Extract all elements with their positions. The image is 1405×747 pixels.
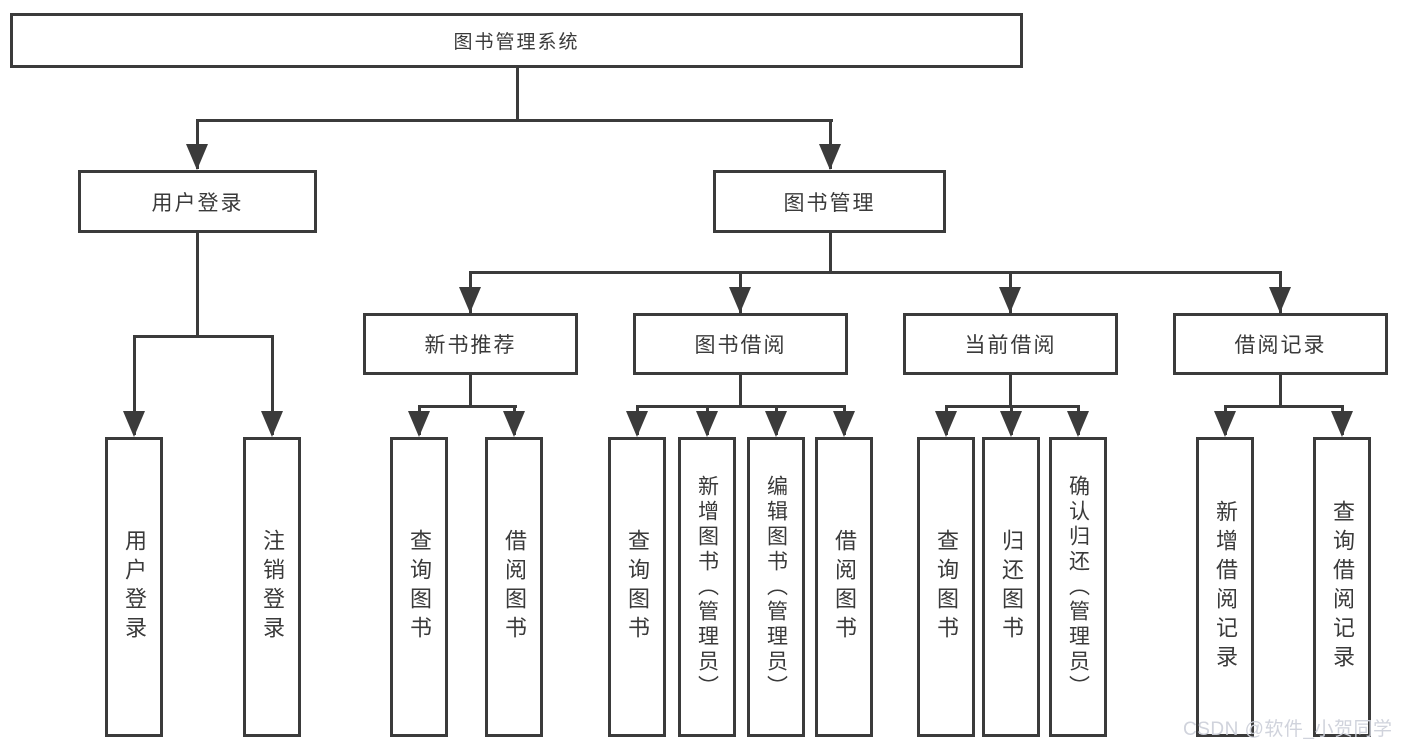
- arrowhead: [626, 411, 648, 437]
- leaf-rec-borrow-books: 借阅图书: [485, 437, 543, 737]
- leaf-cb-return-books-label: 归还图书: [999, 529, 1024, 645]
- leaf-bb-borrow-books: 借阅图书: [815, 437, 873, 737]
- connector-current-stem: [1009, 375, 1012, 407]
- node-user-login-label: 用户登录: [151, 191, 244, 215]
- arrowhead: [833, 411, 855, 437]
- node-new-book-rec-label: 新书推荐: [424, 334, 517, 357]
- connector-l1-bus: [196, 119, 833, 122]
- node-book-management-label: 图书管理: [783, 191, 876, 215]
- connector-drop-login: [133, 335, 136, 435]
- leaf-logout: 注销登录: [243, 437, 301, 737]
- connector-records-stem: [1279, 375, 1282, 407]
- node-root: 图书管理系统: [10, 13, 1023, 68]
- connector-l2-bus: [469, 271, 1282, 274]
- connector-root-stem: [516, 68, 519, 120]
- leaf-bb-add-books: 新增图书（管理员）: [678, 437, 736, 737]
- leaf-bb-query-books-label: 查询图书: [625, 529, 650, 645]
- leaf-bb-edit-books-label: 编辑图书（管理员）: [764, 474, 788, 700]
- arrowhead: [1331, 411, 1353, 437]
- leaf-cb-confirm-return: 确认归还（管理员）: [1049, 437, 1107, 737]
- leaf-br-add-record: 新增借阅记录: [1196, 437, 1254, 737]
- leaf-cb-return-books: 归还图书: [982, 437, 1040, 737]
- node-borrow-records-label: 借阅记录: [1234, 334, 1327, 357]
- leaf-br-query-record-label: 查询借阅记录: [1330, 500, 1355, 674]
- node-borrow-records: 借阅记录: [1173, 313, 1388, 375]
- arrowhead: [1214, 411, 1236, 437]
- arrowhead: [935, 411, 957, 437]
- arrowhead: [459, 287, 481, 313]
- leaf-cb-query-books-label: 查询图书: [934, 529, 959, 645]
- leaf-bb-add-books-label: 新增图书（管理员）: [695, 474, 719, 700]
- node-book-borrow: 图书借阅: [633, 313, 848, 375]
- connector-records-bus: [1224, 405, 1344, 408]
- arrowhead: [123, 411, 145, 437]
- connector-bookborrow-bus: [636, 405, 846, 408]
- arrowhead: [819, 144, 841, 170]
- leaf-cb-confirm-return-label: 确认归还（管理员）: [1066, 474, 1090, 700]
- leaf-bb-borrow-books-label: 借阅图书: [832, 529, 857, 645]
- connector-newrec-stem: [469, 375, 472, 407]
- leaf-rec-query-books: 查询图书: [390, 437, 448, 737]
- leaf-logout-label: 注销登录: [260, 529, 285, 645]
- leaf-br-query-record: 查询借阅记录: [1313, 437, 1371, 737]
- connector-newrec-bus: [418, 405, 517, 408]
- connector-drop-logout: [271, 335, 274, 435]
- leaf-bb-edit-books: 编辑图书（管理员）: [747, 437, 805, 737]
- arrowhead: [1269, 287, 1291, 313]
- csdn-watermark: CSDN @软件_小贺同学: [1183, 719, 1393, 740]
- arrowhead: [999, 287, 1021, 313]
- leaf-br-add-record-label: 新增借阅记录: [1213, 500, 1238, 674]
- arrowhead: [765, 411, 787, 437]
- connector-bookmgmt-stem: [829, 233, 832, 273]
- leaf-cb-query-books: 查询图书: [917, 437, 975, 737]
- node-root-label: 图书管理系统: [453, 32, 580, 53]
- arrowhead: [186, 144, 208, 170]
- connector-userlogin-bus: [133, 335, 274, 338]
- leaf-rec-query-books-label: 查询图书: [407, 529, 432, 645]
- connector-userlogin-stem: [196, 233, 199, 337]
- arrowhead: [408, 411, 430, 437]
- arrowhead: [503, 411, 525, 437]
- leaf-bb-query-books: 查询图书: [608, 437, 666, 737]
- arrowhead: [1000, 411, 1022, 437]
- leaf-rec-borrow-books-label: 借阅图书: [502, 529, 527, 645]
- node-current-borrow: 当前借阅: [903, 313, 1118, 375]
- arrowhead: [696, 411, 718, 437]
- node-book-borrow-label: 图书借阅: [694, 334, 787, 357]
- arrowhead: [729, 287, 751, 313]
- leaf-user-login: 用户登录: [105, 437, 163, 737]
- arrowhead: [1067, 411, 1089, 437]
- leaf-user-login-label: 用户登录: [122, 529, 147, 645]
- arrowhead: [261, 411, 283, 437]
- node-user-login: 用户登录: [78, 170, 317, 233]
- connector-bookborrow-stem: [739, 375, 742, 407]
- node-new-book-rec: 新书推荐: [363, 313, 578, 375]
- node-book-management: 图书管理: [713, 170, 946, 233]
- node-current-borrow-label: 当前借阅: [964, 334, 1057, 357]
